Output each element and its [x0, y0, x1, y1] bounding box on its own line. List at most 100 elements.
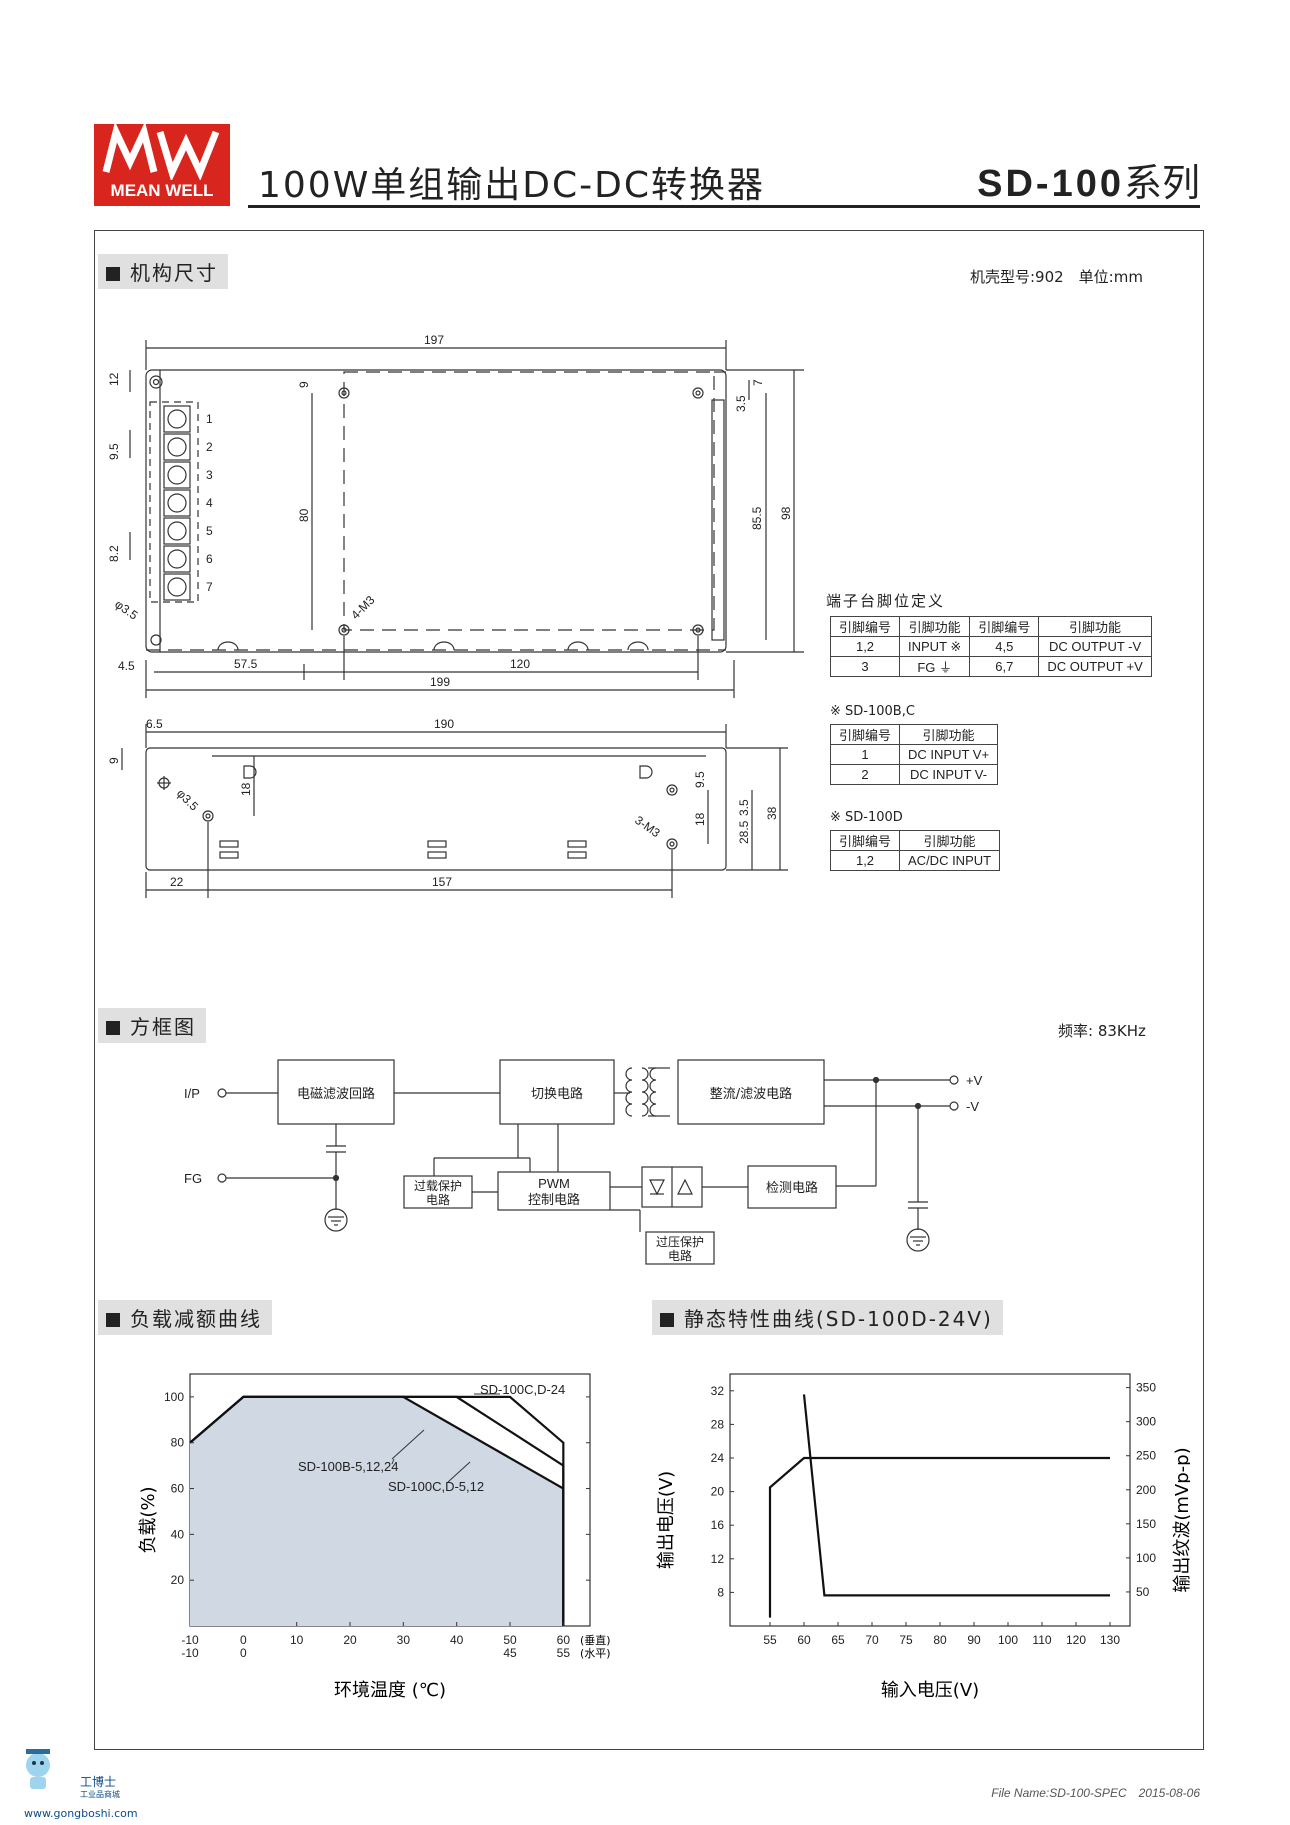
mechanical-drawing: 197 12 9 7 3.5 85.5 98 9.5 80 8.2 4-M3 φ… [107, 333, 804, 898]
static-y2tick: 300 [1136, 1415, 1156, 1429]
dim-9-5: 9.5 [107, 443, 121, 460]
section-static-title: 静态特性曲线(SD-100D-24V) [684, 1307, 993, 1331]
section-block-diagram: 方框图 [98, 1008, 206, 1043]
static-xtick: 70 [865, 1633, 879, 1647]
terminal-1: 1 [206, 412, 213, 426]
th-pin-func: 引脚功能 [899, 724, 999, 745]
static-xtick: 120 [1066, 1633, 1086, 1647]
dim-side-22: 22 [170, 875, 184, 889]
dim-98: 98 [779, 506, 793, 520]
th-pin-no: 引脚编号 [829, 724, 901, 745]
label-b: SD-100B-5,12,24 [298, 1459, 398, 1474]
cell: 2 [829, 764, 901, 785]
dim-4-5: 4.5 [118, 659, 135, 673]
series-title: SD-100系列 [977, 152, 1200, 207]
watermark-sub: 工业品商城 [80, 1790, 120, 1799]
derating-xtick-vertical: 0 [240, 1633, 247, 1647]
pwm-label-2: 控制电路 [528, 1192, 580, 1208]
derating-xtick-vertical: 20 [343, 1633, 357, 1647]
ovp-block [645, 1231, 715, 1265]
static-ytick: 8 [717, 1585, 724, 1599]
dim-side-9: 9 [107, 757, 121, 764]
dim-3-5: 3.5 [734, 395, 748, 412]
table-bc: 引脚编号 引脚功能 1 DC INPUT V+ 2 DC INPUT V- [829, 724, 999, 785]
dim-80: 80 [297, 508, 311, 522]
th-pin-func-1: 引脚功能 [899, 616, 971, 637]
pwm-label-1: PWM [538, 1176, 570, 1191]
derating-xtick-horizontal: 0 [240, 1646, 247, 1660]
mean-well-logo: MEAN WELL [94, 121, 230, 206]
section-static: 静态特性曲线(SD-100D-24V) [652, 1300, 1003, 1335]
series-model: SD-100 [977, 163, 1124, 205]
derating-xtick-vertical: -10 [181, 1633, 199, 1647]
derating-ytick: 20 [171, 1573, 185, 1587]
olp-label-2: 电路 [426, 1192, 450, 1207]
static-ylabel-right: 输出纹波(mVp-p) [1172, 1447, 1190, 1592]
dim-side-38: 38 [765, 806, 779, 820]
section-mechanical: 机构尺寸 [98, 254, 228, 289]
static-xtick: 65 [831, 1633, 845, 1647]
dim-197: 197 [424, 333, 444, 347]
derating-xtick-horizontal: 55 [557, 1646, 571, 1660]
fg-label: FG [184, 1171, 202, 1186]
section-mechanical-title: 机构尺寸 [130, 261, 218, 285]
page-title: 100W单组输出DC-DC转换器 [258, 165, 766, 206]
static-plot-frame [729, 1373, 1131, 1627]
cell: 1 [829, 744, 901, 765]
dim-side-157: 157 [432, 875, 452, 889]
derating-xtick-vertical: 10 [290, 1633, 304, 1647]
th-pin-func-2: 引脚功能 [1038, 616, 1152, 637]
case-note: 机壳型号:902 单位:mm [970, 268, 1143, 286]
cell: DC OUTPUT -V [1038, 636, 1152, 657]
cell: FG ⏚ [899, 656, 971, 677]
series-suffix: 系列 [1123, 161, 1200, 205]
derating-xtick-horizontal: -10 [181, 1646, 199, 1660]
derating-ytick: 60 [171, 1482, 185, 1496]
cell: 1,2 [829, 636, 901, 657]
derating-area [190, 1396, 564, 1626]
dim-phi-3-5: φ3.5 [112, 597, 140, 623]
section-derating-title: 负载减额曲线 [130, 1307, 262, 1331]
switch-label: 切换电路 [531, 1086, 583, 1102]
derating-xtick-vertical: 50 [503, 1633, 517, 1647]
static-ytick: 24 [711, 1451, 725, 1465]
static-y2tick: 200 [1136, 1483, 1156, 1497]
terminal-7: 7 [206, 580, 213, 594]
table-d: 引脚编号 引脚功能 1,2 AC/DC INPUT [829, 830, 1001, 871]
terminal-table-title: 端子台脚位定义 [826, 592, 946, 610]
file-name: File Name:SD-100-SPEC 2015-08-06 [991, 1786, 1200, 1800]
terminal-3: 3 [206, 468, 213, 482]
derating-ytick: 100 [164, 1390, 184, 1404]
watermark-name: 工博士 [80, 1775, 117, 1789]
freq-note: 频率: 83KHz [1058, 1022, 1146, 1040]
emi-label: 电磁滤波回路 [297, 1086, 375, 1102]
static-y2tick: 50 [1136, 1585, 1150, 1599]
cell: AC/DC INPUT [899, 850, 1001, 871]
static-y2tick: 350 [1136, 1381, 1156, 1395]
th-pin-no-2: 引脚编号 [969, 616, 1040, 637]
label-c-d24: SD-100C,D-24 [480, 1382, 565, 1397]
table-row: 1 DC INPUT V+ [829, 744, 999, 765]
watermark: 工博士 工业品商城 www.gongboshi.com [18, 1745, 168, 1825]
static-ytick: 32 [711, 1384, 725, 1398]
dim-side-3-5: 3.5 [737, 799, 751, 816]
dim-side-18b: 18 [693, 812, 707, 826]
static-xtick: 130 [1100, 1633, 1120, 1647]
static-xtick: 75 [899, 1633, 913, 1647]
derating-xtick-vertical: 30 [397, 1633, 411, 1647]
derating-ytick: 40 [171, 1527, 185, 1541]
watermark-url: www.gongboshi.com [24, 1807, 138, 1820]
switch-block [499, 1059, 615, 1125]
cell: DC INPUT V- [899, 764, 999, 785]
static-ytick: 28 [711, 1417, 725, 1431]
rect-label: 整流/滤波电路 [710, 1086, 792, 1102]
dim-85-5: 85.5 [750, 506, 764, 530]
static-ylabel-left: 输出电压(V) [656, 1471, 677, 1569]
derating-xtick-horizontal: 45 [503, 1646, 517, 1660]
table-row: 3 FG ⏚ 6,7 DC OUTPUT +V [829, 656, 1152, 677]
static-ytick: 16 [711, 1518, 725, 1532]
derating-xlabel: 环境温度 (℃) [334, 1680, 446, 1701]
dim-side-3-m3: 3-M3 [632, 813, 663, 840]
